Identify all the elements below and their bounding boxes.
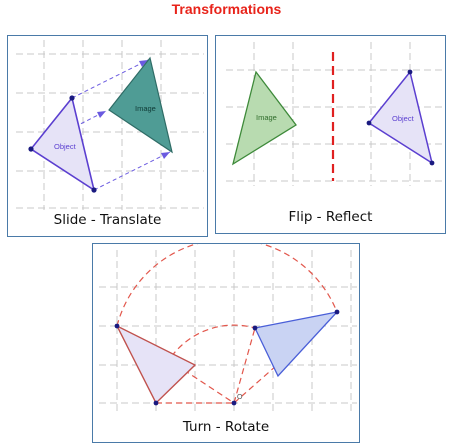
object-label: Object [54,142,77,151]
image-label: Image [135,104,156,113]
translate-caption: Slide - Translate [53,212,162,228]
rotate-diagram: O [99,244,357,412]
reflect-caption: Flip - Reflect [288,209,373,225]
object-vertices [28,95,97,193]
reflect-diagram: Image Object [226,42,442,186]
image-triangle [108,56,173,154]
object-vertices [366,69,435,166]
image-triangle [231,70,297,166]
object-triangle [29,96,96,192]
rotate-panel: O Turn - Rotate [92,243,360,443]
arrowheads [97,60,170,159]
image-triangle [254,310,339,378]
page-title: Transformations [171,1,282,17]
object-label: Object [392,114,415,123]
translate-grid [16,40,204,210]
translate-panel: Object Image Slide - Translate [7,35,208,237]
reflect-panel: Image Object Flip - Reflect [215,35,446,234]
image-label: Image [256,113,277,122]
object-triangle [367,70,434,165]
object-triangle [115,324,197,405]
rotate-caption: Turn - Rotate [182,419,270,435]
translate-diagram: Object Image [16,40,204,210]
vertices [114,309,340,406]
rotation-center-label: O [237,394,243,401]
